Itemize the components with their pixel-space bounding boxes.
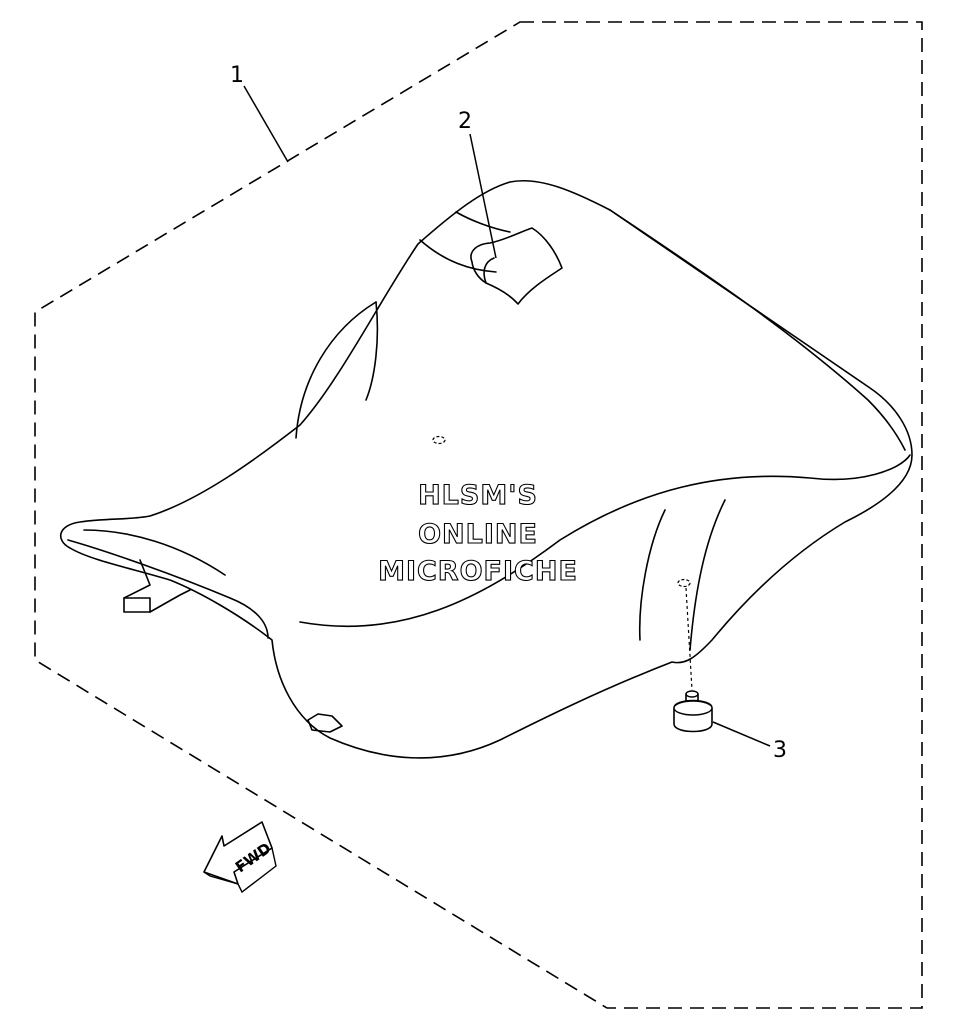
leader-line-2 — [469, 133, 497, 259]
leader-line-1 — [243, 85, 289, 163]
callout-3: 3 — [773, 738, 787, 763]
watermark-line-2: ONLINE — [418, 519, 538, 550]
leader-line-3 — [712, 721, 771, 747]
seat-illustration — [59, 179, 913, 759]
watermark-line-1: HLSM'S — [418, 480, 538, 511]
callout-2: 2 — [458, 109, 472, 134]
callout-1: 1 — [230, 63, 244, 88]
damper-part — [673, 690, 713, 733]
fwd-arrow-icon: FWD — [203, 821, 277, 894]
watermark-line-3: MICROFICHE — [378, 556, 578, 587]
assembly-boundary — [34, 21, 923, 1009]
